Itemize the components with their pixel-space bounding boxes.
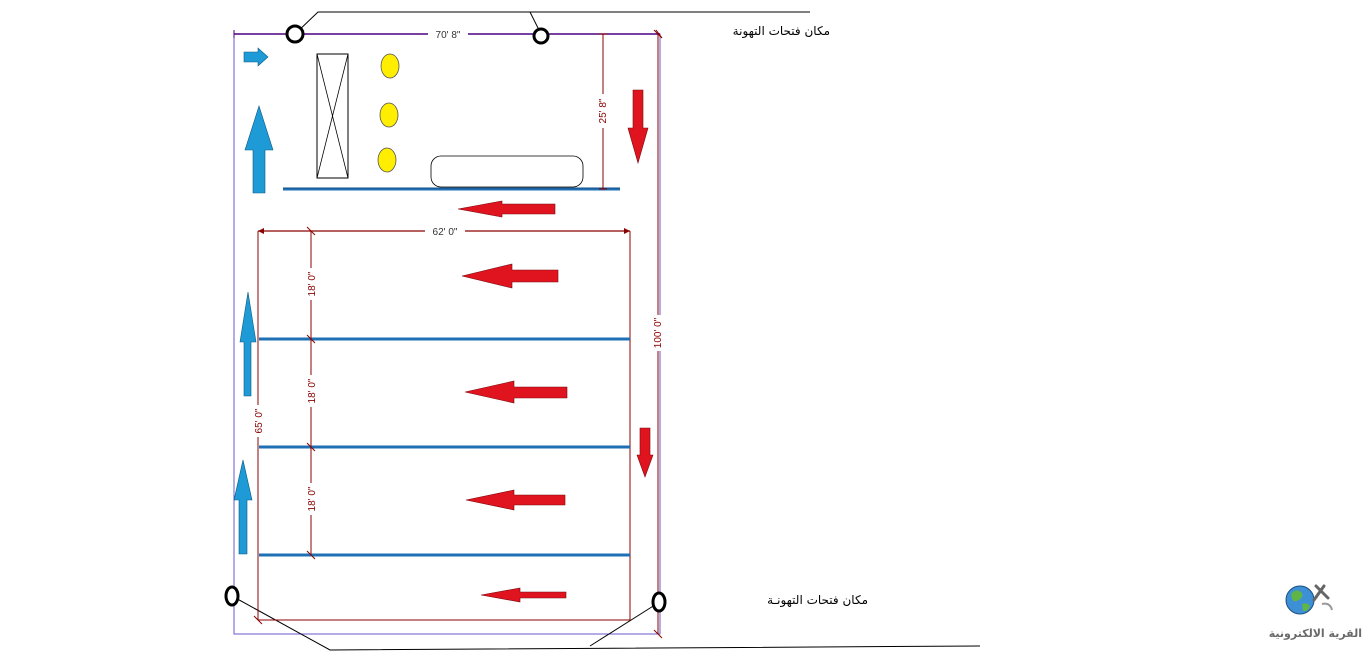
vent-opening-icon bbox=[285, 24, 305, 44]
arrow-icon bbox=[244, 105, 274, 194]
top-zone-depth-dimension: 25' 8" bbox=[595, 33, 611, 190]
arrow-icon bbox=[239, 291, 257, 397]
cabinet-unit bbox=[316, 53, 349, 179]
racks-length-label: 65' 0" bbox=[254, 408, 265, 433]
racks-width-label: 62' 0" bbox=[433, 227, 458, 238]
vent-location-label-top: مكان فتحات التهونة bbox=[733, 24, 830, 39]
site-logo: القرية الالكترونية bbox=[1269, 584, 1362, 640]
tank-unit bbox=[430, 155, 584, 188]
vent-location-label-bottom: مكان فتحات التهونـة bbox=[767, 593, 868, 608]
light-fixture-icon bbox=[377, 147, 397, 173]
bay-3-label: 18' 0" bbox=[307, 486, 318, 511]
bay-dimensions: 18' 0" 18' 0" 18' 0" bbox=[303, 226, 319, 560]
vent-callout-lines bbox=[231, 11, 981, 651]
arrow-icon bbox=[461, 263, 559, 289]
arrow-icon bbox=[627, 89, 649, 165]
arrow-icon bbox=[636, 427, 654, 478]
bay-1-label: 18' 0" bbox=[307, 271, 318, 296]
vent-opening-icon bbox=[532, 27, 550, 45]
arrow-icon bbox=[457, 200, 556, 218]
bay-2-label: 18' 0" bbox=[307, 378, 318, 403]
light-fixture-icon bbox=[380, 53, 400, 79]
racks-zone: 62' 0" 65' 0" bbox=[251, 225, 631, 625]
arrow-icon bbox=[480, 587, 567, 603]
arrow-icon bbox=[233, 459, 253, 555]
vent-opening-icon bbox=[651, 591, 667, 613]
globe-tools-icon bbox=[1285, 584, 1333, 615]
logo-text: القرية الالكترونية bbox=[1269, 627, 1362, 640]
arrow-icon bbox=[465, 489, 566, 511]
light-fixture-icon bbox=[379, 102, 399, 128]
overall-length-label: 100' 0" bbox=[653, 317, 664, 348]
arrow-icon bbox=[464, 380, 568, 404]
top-zone-depth-label: 25' 8" bbox=[598, 98, 609, 123]
arrow-icon bbox=[243, 47, 269, 67]
vent-opening-icon bbox=[224, 585, 240, 607]
overall-length-dimension: 100' 0" bbox=[650, 29, 666, 639]
overall-width-label: 70' 8" bbox=[436, 30, 461, 41]
